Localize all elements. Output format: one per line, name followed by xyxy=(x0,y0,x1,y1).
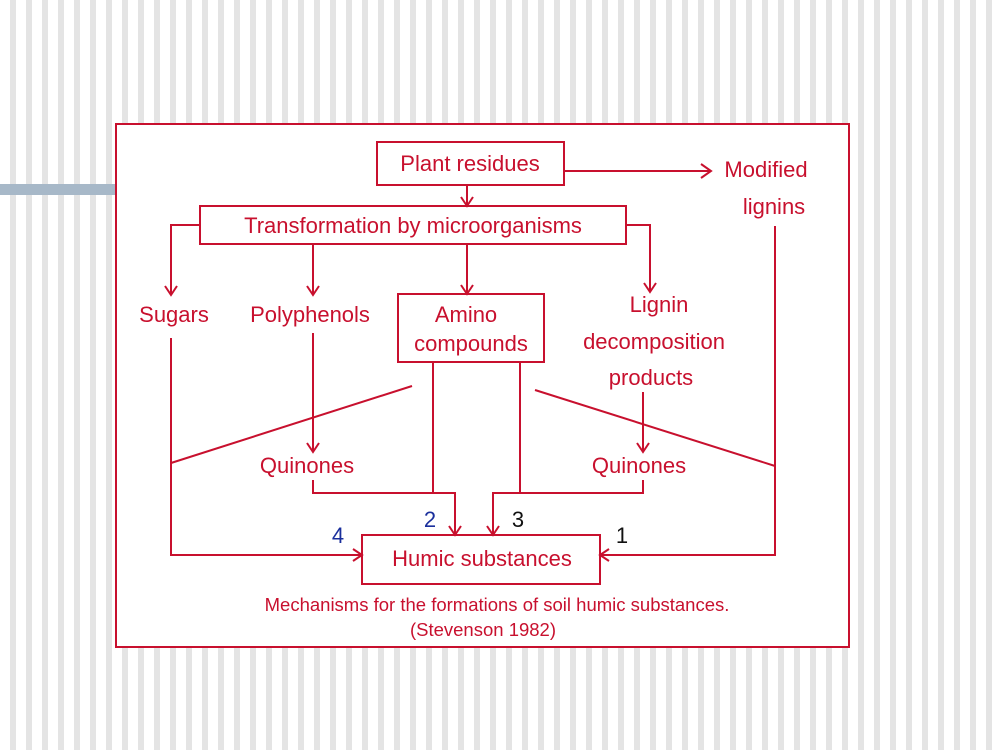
pathway-number-2: 2 xyxy=(424,507,436,532)
plant-residues-box xyxy=(376,141,565,186)
lignin-products-label-line1: Lignin xyxy=(630,292,689,317)
modified-lignins-label-line2: lignins xyxy=(743,194,805,219)
diagram-caption-line1: Mechanisms for the formations of soil hu… xyxy=(265,594,730,615)
amino-compounds-box xyxy=(397,293,545,363)
transformation-label: Transformation by microorganisms xyxy=(244,213,582,238)
modified-lignins-label-line1: Modified xyxy=(724,157,807,182)
lignin-products-label-line3: products xyxy=(609,365,693,390)
amino-compounds-label-line2: compounds xyxy=(414,331,528,356)
amino-compounds-label-line1: Amino xyxy=(435,302,497,327)
pathway-number-1: 1 xyxy=(616,523,628,548)
sugars-label: Sugars xyxy=(139,302,209,327)
quinones-left-label: Quinones xyxy=(260,453,354,478)
humic-substances-label: Humic substances xyxy=(392,546,572,571)
pathway-number-4: 4 xyxy=(332,523,344,548)
connector-lines xyxy=(164,163,776,562)
slide-accent-bar xyxy=(0,184,118,195)
plant-residues-label: Plant residues xyxy=(400,151,539,176)
humic-substances-box xyxy=(361,534,601,585)
diagram-caption-source: (Stevenson 1982) xyxy=(410,619,556,640)
polyphenols-label: Polyphenols xyxy=(250,302,370,327)
pathway-number-3: 3 xyxy=(512,507,524,532)
quinones-right-label: Quinones xyxy=(592,453,686,478)
lignin-products-label-line2: decomposition xyxy=(583,329,725,354)
